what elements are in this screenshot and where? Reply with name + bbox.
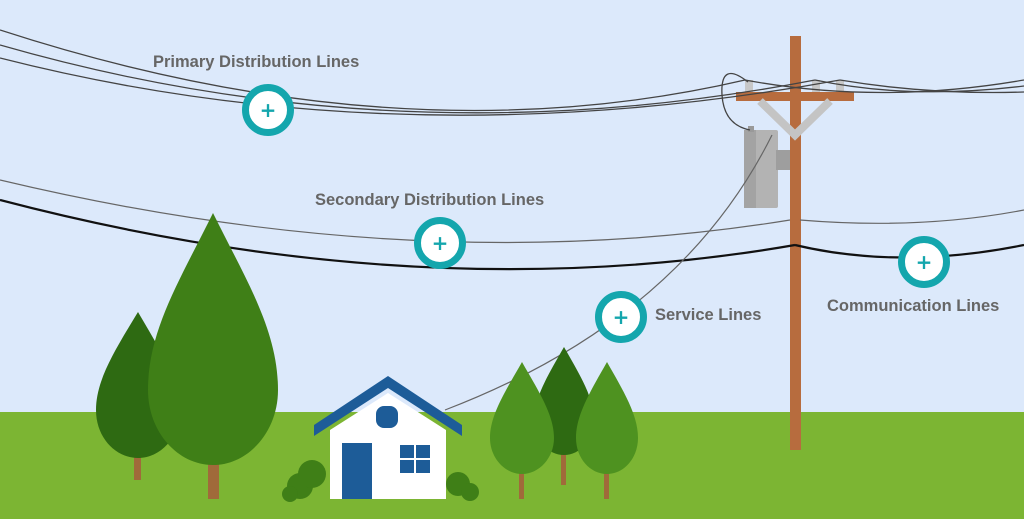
bushes xyxy=(282,460,479,502)
plus-icon: + xyxy=(431,230,449,255)
service-line xyxy=(444,134,773,411)
hotspot-communication-lines[interactable]: + xyxy=(898,236,950,288)
plus-icon: + xyxy=(612,304,630,329)
tree-cluster-right xyxy=(576,362,638,499)
tree-large xyxy=(148,213,278,499)
primary-distribution-lines xyxy=(0,29,1024,131)
transformer xyxy=(744,126,790,208)
label-secondary-distribution-lines: Secondary Distribution Lines xyxy=(315,191,545,209)
utility-pole xyxy=(736,36,854,450)
hotspot-secondary-distribution-lines[interactable]: + xyxy=(414,217,466,269)
label-communication-lines: Communication Lines xyxy=(827,297,1000,315)
tree-cluster-left xyxy=(490,362,554,499)
hotspot-service-lines[interactable]: + xyxy=(595,291,647,343)
label-primary-distribution-lines: Primary Distribution Lines xyxy=(153,53,360,71)
plus-icon: + xyxy=(259,97,277,122)
hotspot-primary-distribution-lines[interactable]: + xyxy=(242,84,294,136)
plus-icon: + xyxy=(915,249,933,274)
house xyxy=(314,376,462,499)
label-service-lines: Service Lines xyxy=(655,306,762,324)
